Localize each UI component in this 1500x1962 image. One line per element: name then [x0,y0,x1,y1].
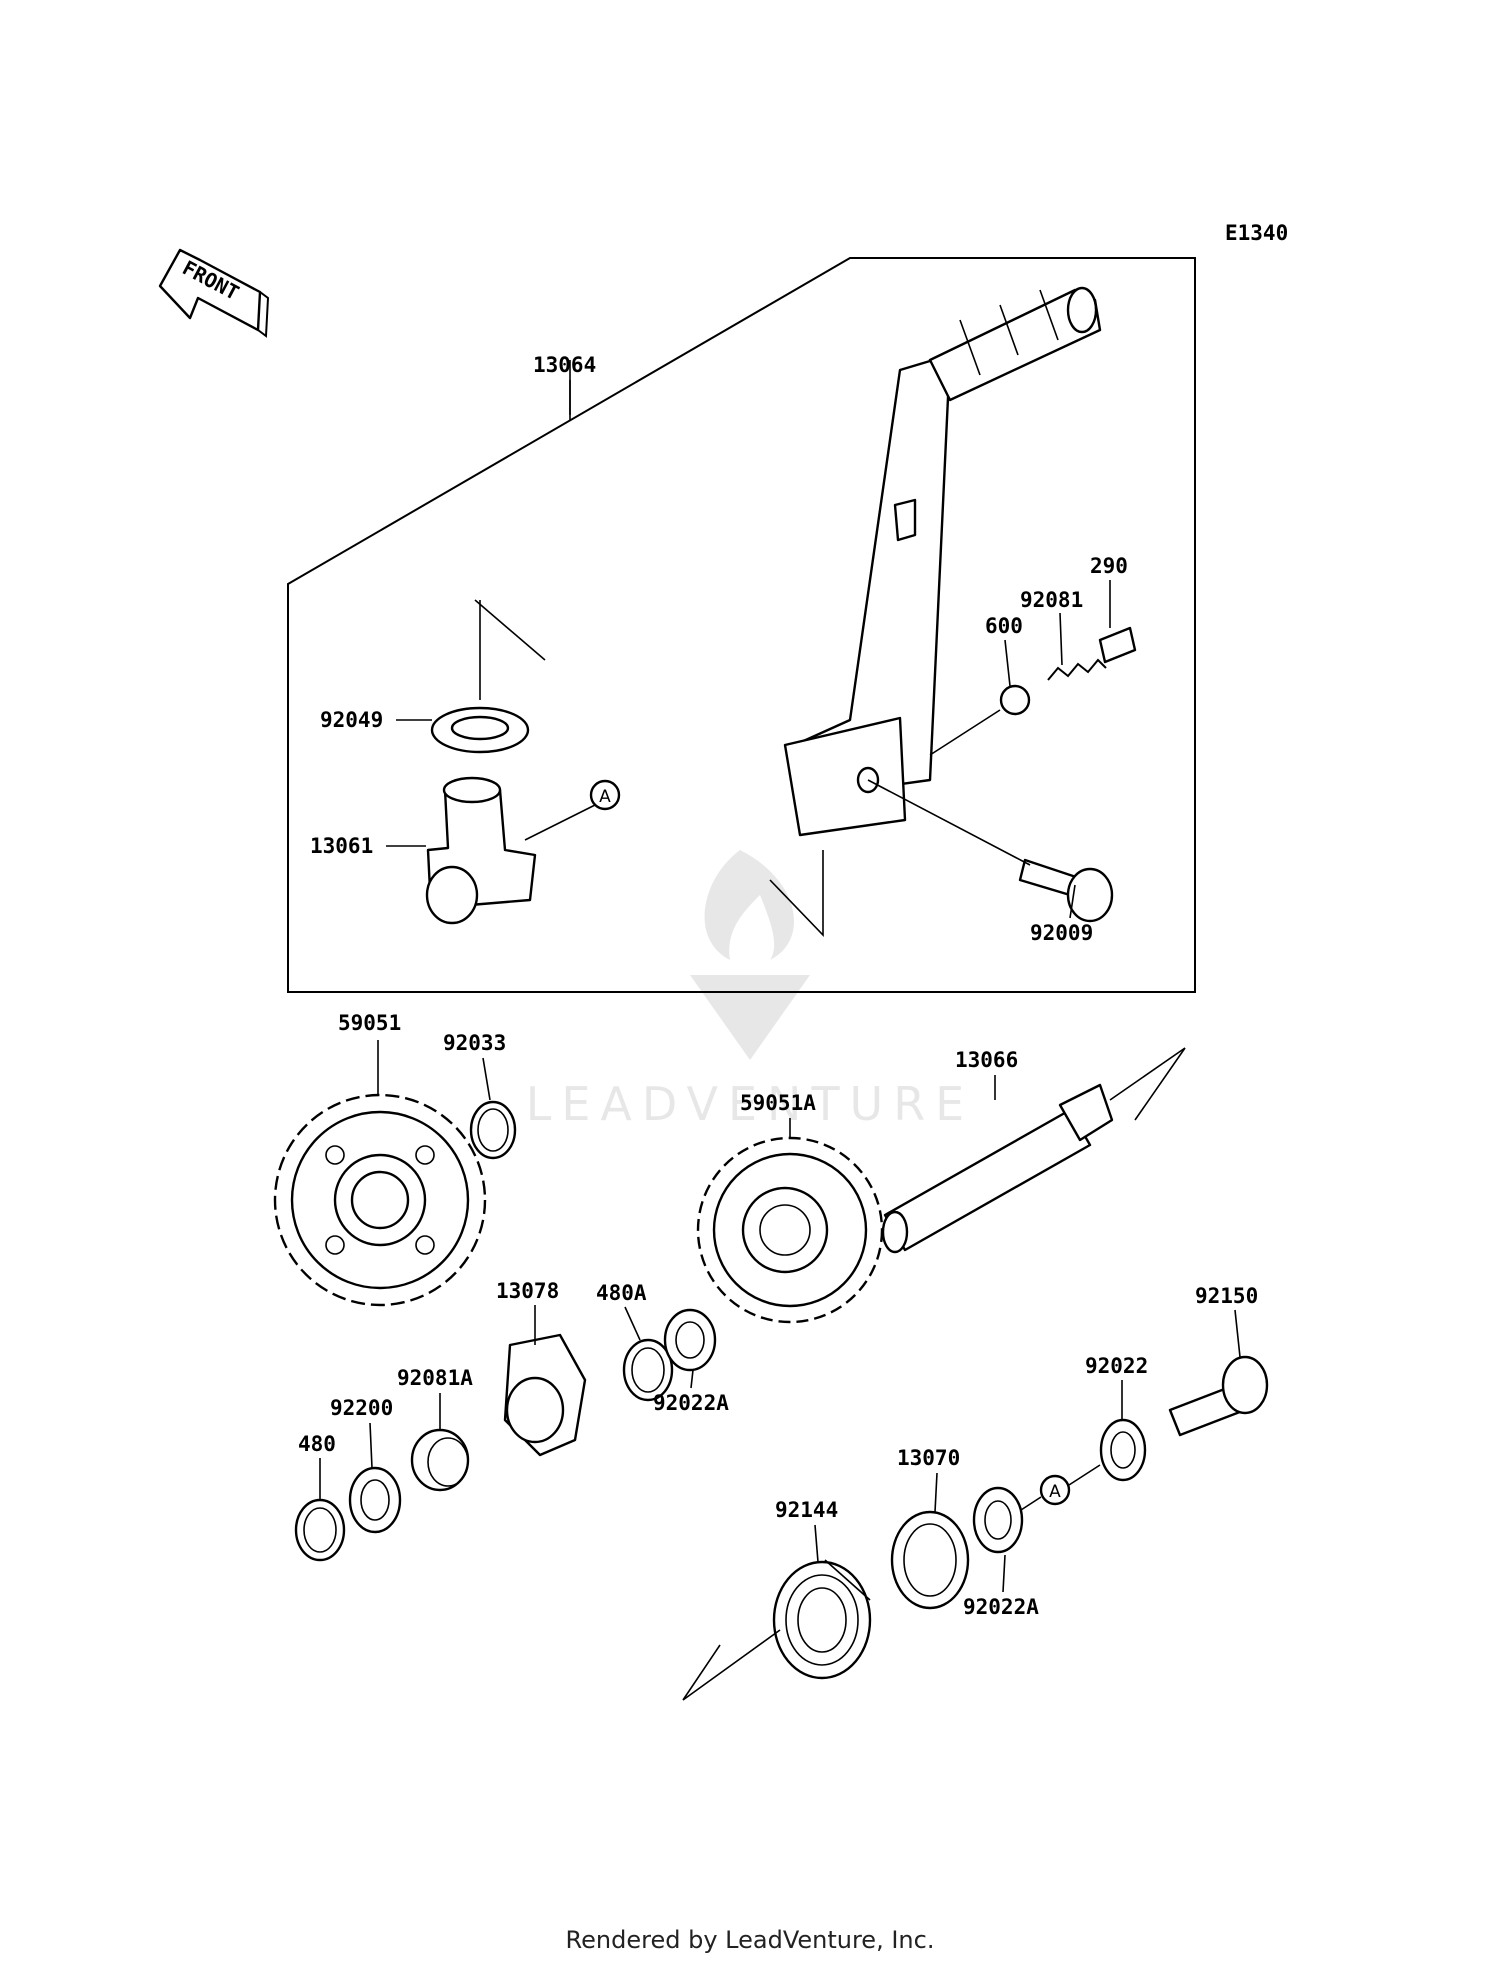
circlip-480 [294,1498,346,1562]
watermark-text: LEADVENTURE [526,1077,975,1131]
spring-92144 [682,1559,872,1701]
collar-13070 [890,1510,970,1610]
label-92022: 92022 [1085,1354,1148,1378]
label-13078: 13078 [496,1279,559,1303]
callout-a-bottom: A [1020,1464,1101,1511]
callout-a-top: A [589,779,621,811]
front-arrow-icon: FRONT [158,248,270,338]
svg-text:A: A [599,787,611,807]
footer-credit: Rendered by LeadVenture, Inc. [565,1926,935,1954]
washer-92022A-lower [972,1486,1024,1554]
ball-600 [999,684,1031,716]
spring-92081A [410,1428,470,1492]
ratchet-13078 [503,1333,587,1457]
label-92049: 92049 [320,708,383,732]
part-labels: 13064 290 92081 600 92049 13061 92009 59… [298,353,1258,1619]
circlip-480A [622,1338,674,1402]
kick-pedal [783,286,1102,837]
label-92033: 92033 [443,1031,506,1055]
seal-92049 [430,706,530,754]
spring-92081 [1047,658,1107,681]
assembly-frame [287,257,1196,993]
gear-59051A [696,1136,884,1324]
leader-lines [319,380,1241,1593]
label-59051: 59051 [338,1011,401,1035]
label-92081A: 92081A [397,1366,473,1390]
gear-59051 [273,1093,487,1307]
label-13064: 13064 [533,353,596,377]
label-13061: 13061 [310,834,373,858]
circlip-92033 [469,1100,517,1160]
label-92150: 92150 [1195,1284,1258,1308]
label-92022A-lower: 92022A [963,1595,1039,1619]
washer-92022A-upper [663,1308,717,1372]
bolt-92009 [1018,858,1114,923]
label-92009: 92009 [1030,921,1093,945]
label-600: 600 [985,614,1023,638]
label-480: 480 [298,1432,336,1456]
svg-text:A: A [1049,1482,1061,1502]
label-92022A-upper: 92022A [653,1391,729,1415]
label-92081: 92081 [1020,588,1083,612]
label-92200: 92200 [330,1396,393,1420]
label-290: 290 [1090,554,1128,578]
washer-92200 [348,1466,402,1534]
bolt-92150 [1168,1355,1269,1437]
watermark: LEADVENTURE [526,850,975,1131]
label-13066: 13066 [955,1048,1018,1072]
shaft-13066 [881,1047,1186,1254]
label-92144: 92144 [775,1498,838,1522]
plunger-290 [1098,626,1137,664]
label-13070: 13070 [897,1446,960,1470]
label-59051A: 59051A [740,1091,816,1115]
washer-92022 [1099,1418,1147,1482]
boss-13061 [425,776,537,925]
label-480A: 480A [596,1281,647,1305]
diagram-code: E1340 [1225,221,1288,245]
